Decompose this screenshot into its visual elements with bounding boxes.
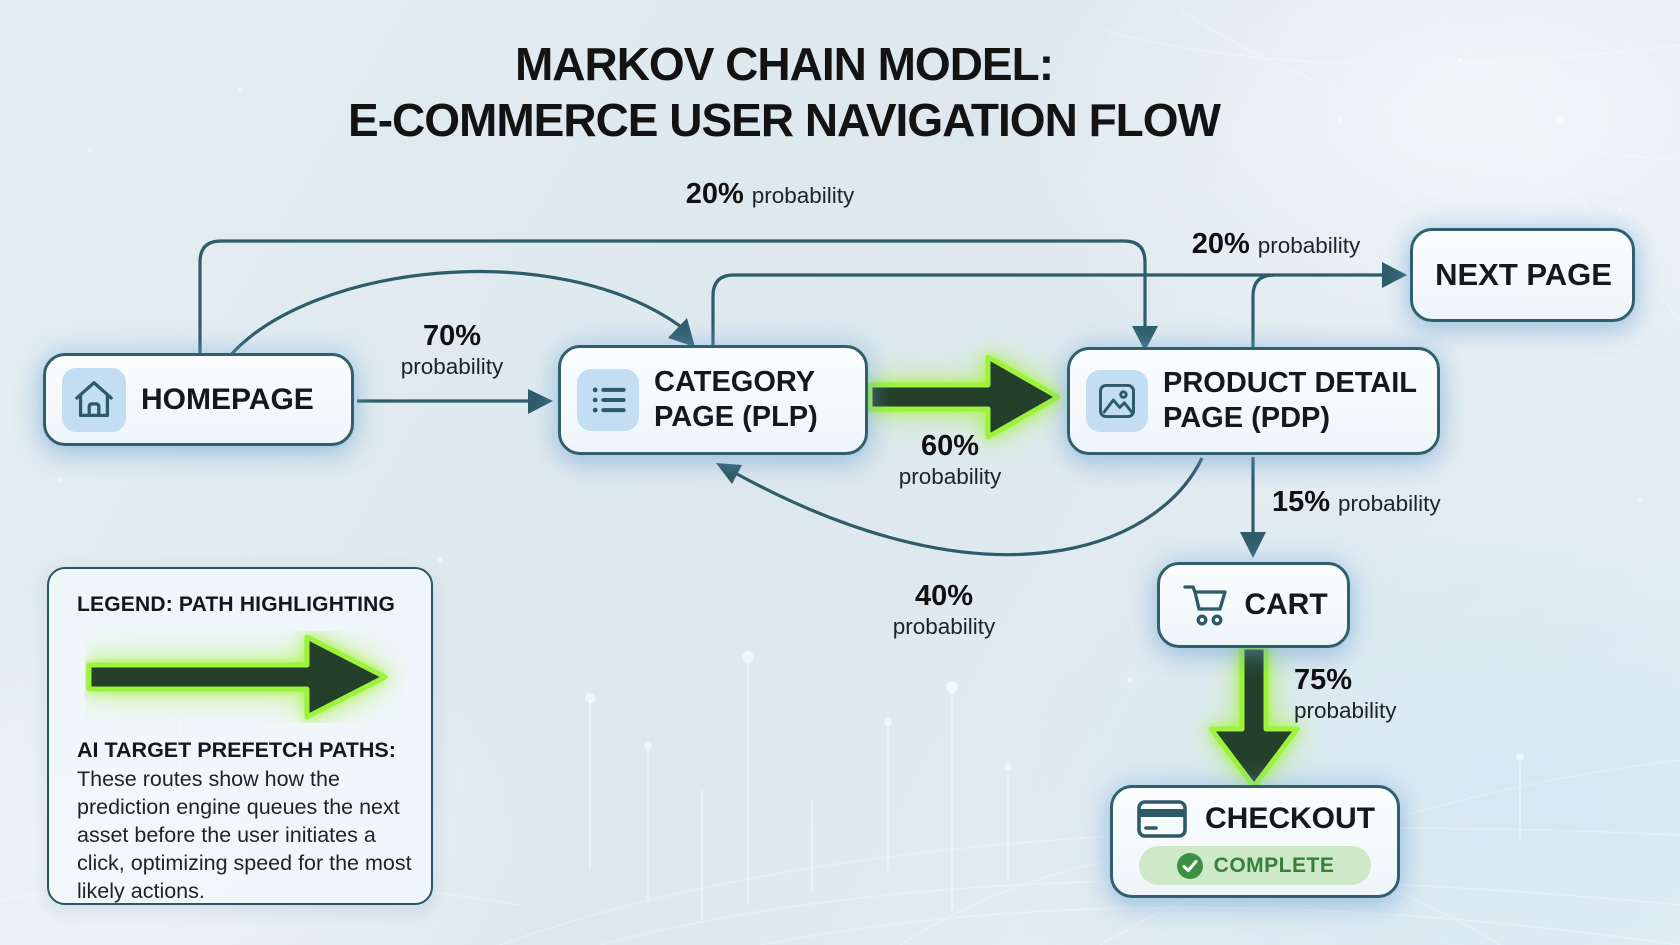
image-icon [1086,370,1148,432]
cart-icon [1181,582,1231,629]
arrowhead-arc-into-category [668,318,695,347]
edge-label-homepage-to-pdp: 20%probability [685,178,855,210]
node-category-label-line1: CATEGORY [654,366,816,398]
edge-pdp-to-next-page [1251,273,1275,347]
edge-label-cart-to-checkout: 75% probability [1294,664,1397,723]
highlight-arrow-category-to-pdp [867,354,1061,440]
node-checkout: CHECKOUT COMPLETE [1110,785,1400,898]
edge-homepage-to-pdp [198,239,1147,355]
legend-panel: LEGEND: PATH HIGHLIGHTING AI TARGET PREF… [47,567,433,905]
arrowhead-into-cart [1240,532,1266,558]
check-icon [1176,852,1204,880]
legend-title: LEGEND: PATH HIGHLIGHTING [77,593,396,616]
node-product-detail-page: PRODUCT DETAIL PAGE (PDP) [1067,347,1440,455]
node-next-page: NEXT PAGE [1410,228,1635,322]
edge-label-category-to-pdp: 60% probability [898,430,1002,489]
edge-label-homepage-to-category: 70% probability [400,320,504,379]
node-homepage: HOMEPAGE [43,353,354,446]
arrowhead-into-category-left [528,389,553,414]
edge-homepage-arc-to-category [227,269,681,359]
node-homepage-label: HOMEPAGE [141,382,314,416]
title-line-2: E-COMMERCE USER NAVIGATION FLOW [348,94,1221,146]
edge-label-pdp-to-category: 40% probability [892,580,996,639]
node-category-page: CATEGORY PAGE (PLP) [558,345,868,455]
credit-card-icon [1135,798,1189,840]
title-line-1: MARKOV CHAIN MODEL: [514,38,1054,90]
node-pdp-label: PRODUCT DETAIL PAGE (PDP) [1163,366,1417,436]
node-pdp-label-line1: PRODUCT DETAIL [1163,367,1418,399]
arrowhead-into-pdp-top [1132,326,1158,351]
arrowhead-into-category-bottom [716,463,742,484]
home-icon [62,367,126,432]
node-cart-label: CART [1244,588,1328,621]
list-icon [577,369,639,431]
checkout-complete-badge: COMPLETE [1139,846,1371,885]
node-cart: CART [1157,562,1350,648]
edge-label-pdp-to-next-page: 20%probability [1191,228,1361,260]
node-next-page-label: NEXT PAGE [1435,257,1612,292]
node-category-label-line2: PAGE (PLP) [654,401,818,433]
edge-pdp-to-category-return [736,457,1204,557]
legend-heading: AI TARGET PREFETCH PATHS: [77,738,396,762]
node-checkout-label: CHECKOUT [1205,802,1375,835]
node-pdp-label-line2: PAGE (PDP) [1163,402,1331,434]
legend-body-text: These routes show how the prediction eng… [77,767,412,903]
highlight-arrow-cart-to-checkout [1208,644,1300,789]
page-title: MARKOV CHAIN MODEL: E-COMMERCE USER NAVI… [104,36,1464,148]
edge-category-to-next-page [711,273,1382,345]
checkout-complete-badge-label: COMPLETE [1213,853,1335,877]
legend-highlight-arrow-icon [85,631,411,728]
arrowhead-into-next-page [1382,262,1407,288]
node-category-label: CATEGORY PAGE (PLP) [654,365,818,435]
edge-label-pdp-to-cart: 15%probability [1272,486,1441,518]
